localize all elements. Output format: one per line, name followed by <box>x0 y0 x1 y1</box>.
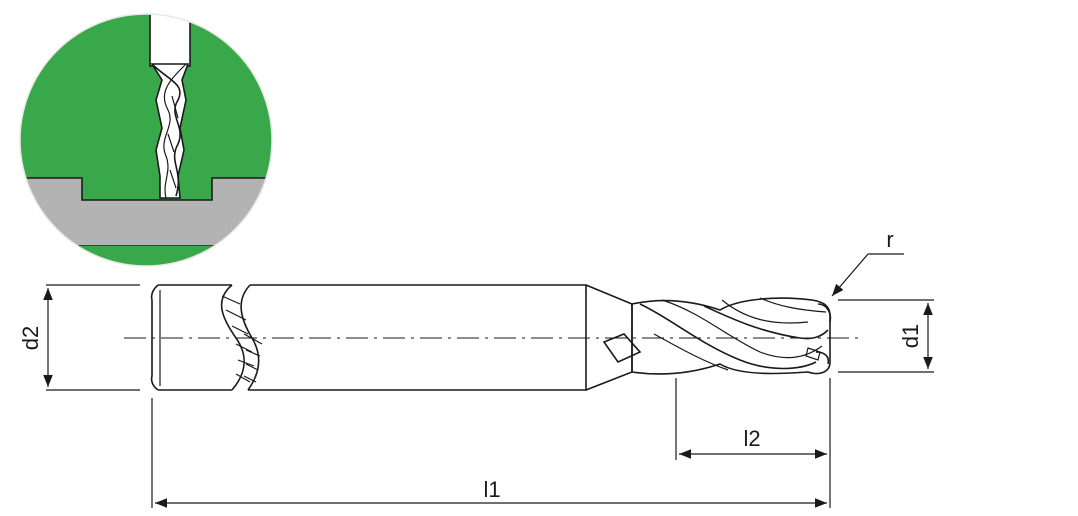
inset-tool-shank <box>149 14 191 67</box>
dimension-l2: l2 <box>675 378 831 508</box>
shank-end <box>150 284 232 391</box>
d2-label: d2 <box>18 326 43 350</box>
table-grey <box>20 178 272 246</box>
shank-break-left <box>220 284 245 391</box>
dimension-l1: l1 <box>151 398 827 508</box>
dimension-d2: d2 <box>18 284 140 391</box>
l2-label: l2 <box>743 426 760 451</box>
dimension-d1: d1 <box>838 299 934 373</box>
dimension-r: r <box>831 227 904 297</box>
application-detail-inset <box>19 13 273 267</box>
corner-radius-tip <box>815 303 832 365</box>
flute-profile <box>631 297 831 375</box>
inset-border <box>19 13 273 267</box>
shank-body <box>248 284 587 391</box>
l1-label: l1 <box>483 477 500 502</box>
workpiece-lower <box>20 246 272 266</box>
d1-label: d1 <box>898 324 923 348</box>
end-mill-side-view <box>124 284 858 391</box>
r-label: r <box>886 227 893 252</box>
